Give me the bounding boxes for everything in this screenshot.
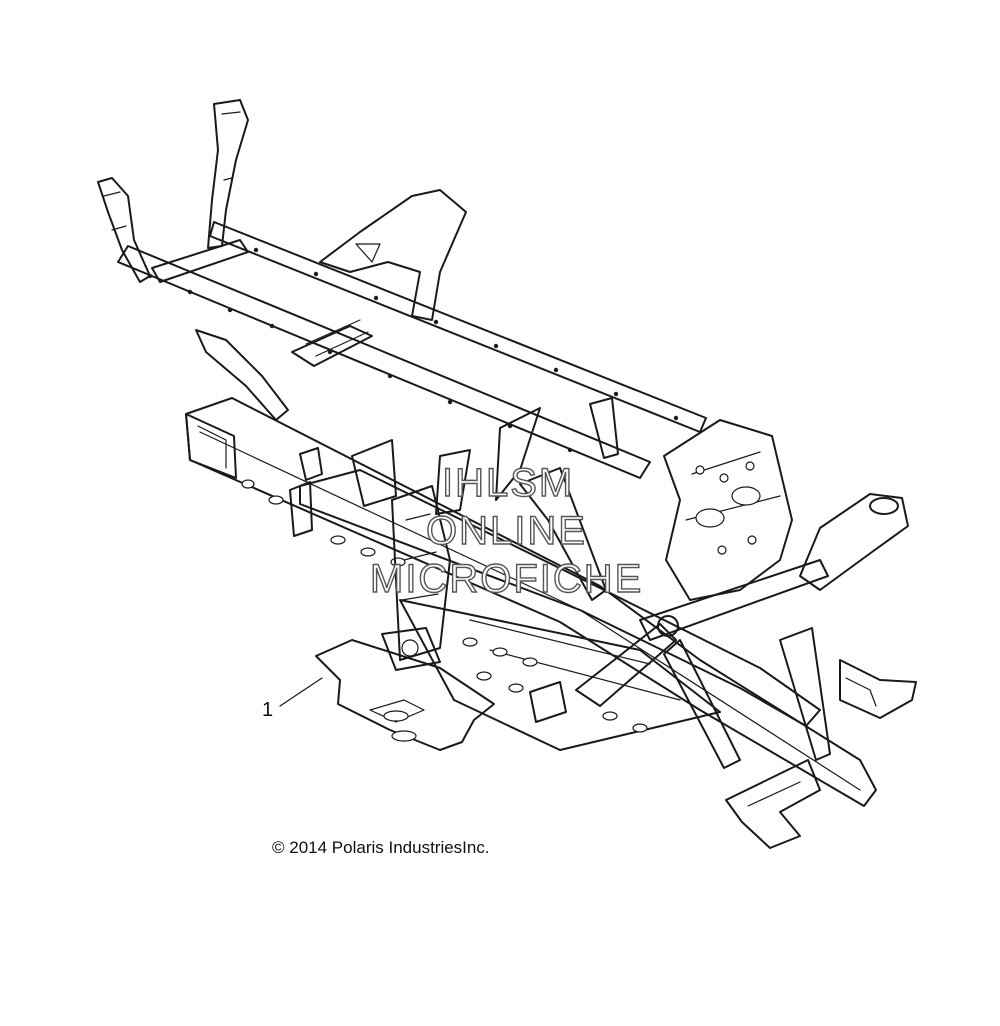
copyright-notice: © 2014 Polaris IndustriesInc.	[272, 838, 490, 857]
watermark-line-2: ONLINE	[426, 509, 587, 553]
upper-cage-frame	[97, 99, 707, 515]
watermark-line-3: MICROFICHE	[370, 557, 643, 601]
part-callout-number: 1	[262, 699, 274, 721]
rail-holes	[147, 247, 679, 453]
tower-holes	[695, 461, 761, 555]
callout-leader-line	[279, 677, 323, 707]
floor-holes	[241, 479, 648, 733]
lower-chassis-frame	[185, 397, 917, 849]
watermark-line-1: IHLSM	[442, 461, 574, 505]
watermark: IHLSM ONLINE MICROFICHE	[369, 460, 643, 601]
